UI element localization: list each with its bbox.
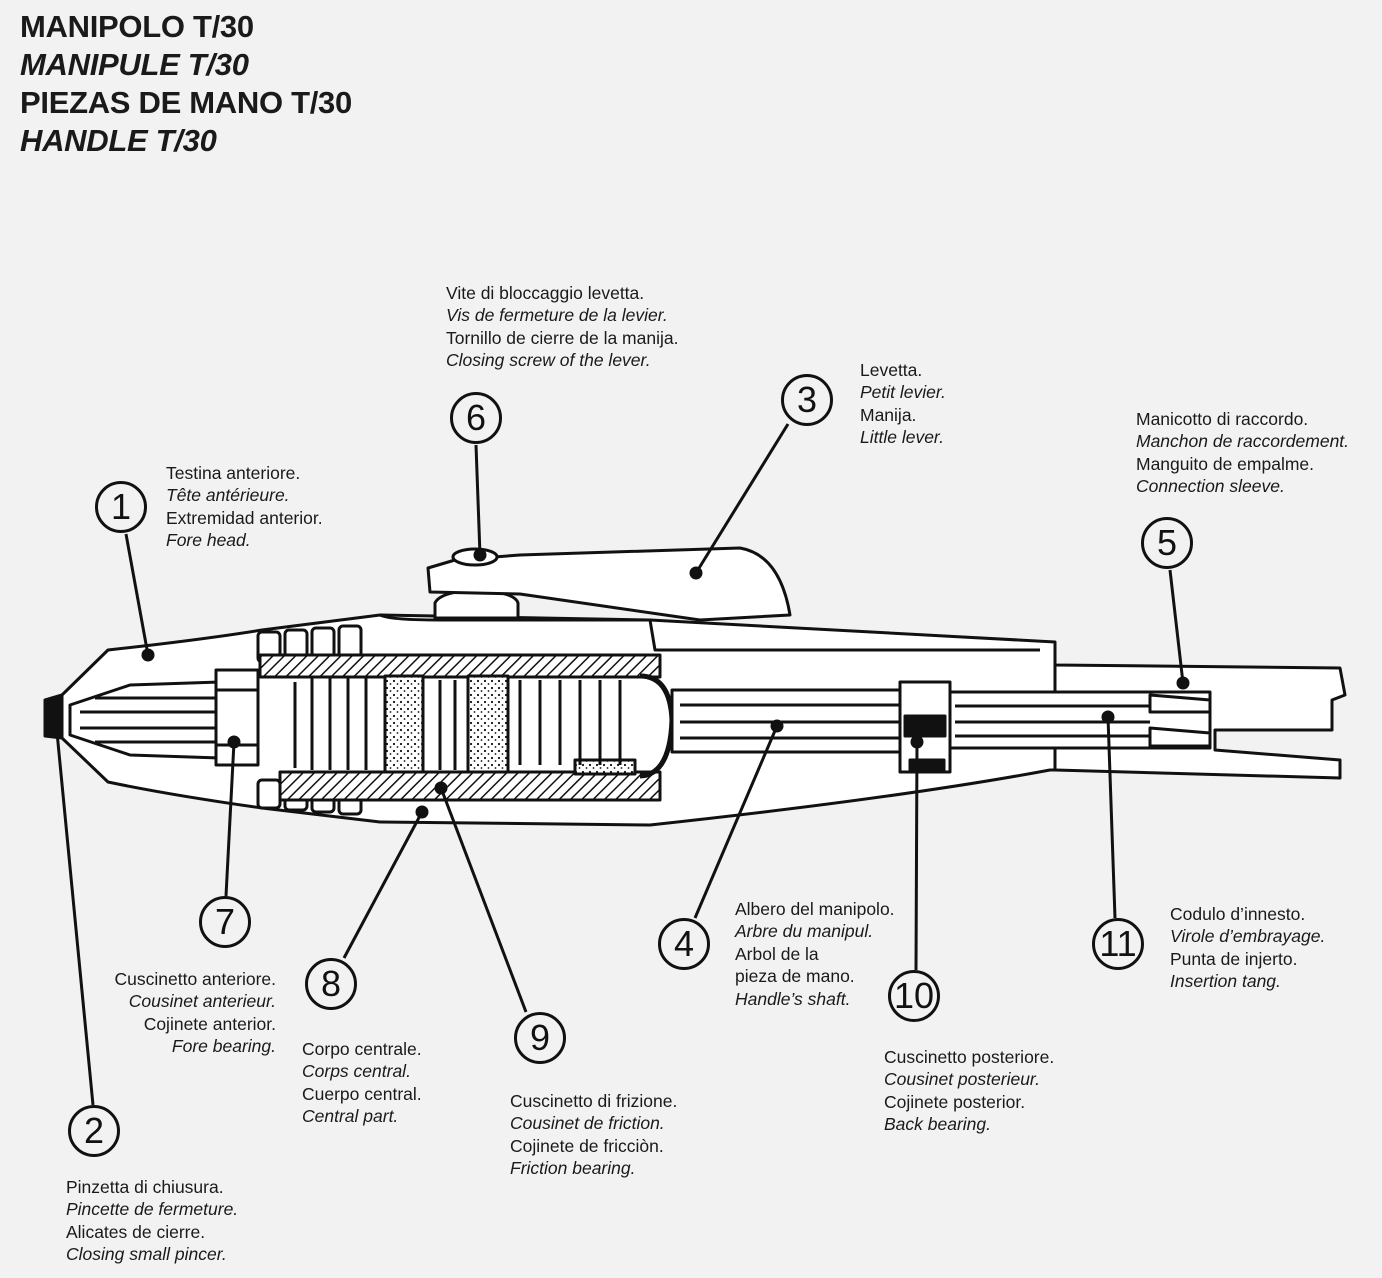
leader-lines bbox=[49, 423, 1190, 1106]
title-french: MANIPULE T/30 bbox=[20, 47, 249, 82]
label-closing-screw: Vite di bloccaggio levetta.Vis de fermet… bbox=[446, 283, 679, 371]
callout-number-8: 8 bbox=[305, 958, 357, 1010]
handpiece-body bbox=[43, 546, 1347, 827]
label-closing-pincer: Pinzetta di chiusura.Pincette de fermetu… bbox=[66, 1177, 239, 1265]
label-fore-bearing: Cuscinetto anteriore.Cousinet anterieur.… bbox=[114, 969, 276, 1057]
title-italian: MANIPOLO T/30 bbox=[20, 9, 254, 44]
label-little-lever: Levetta.Petit levier.Manija.Little lever… bbox=[860, 360, 946, 448]
title-spanish: PIEZAS DE MANO T/30 bbox=[20, 85, 352, 120]
callout-number-1: 1 bbox=[95, 481, 147, 533]
label-back-bearing: Cuscinetto posteriore.Cousinet posterieu… bbox=[884, 1047, 1055, 1135]
callout-number-6: 6 bbox=[450, 392, 502, 444]
callout-number-4: 4 bbox=[658, 918, 710, 970]
label-handle-shaft: Albero del manipolo.Arbre du manipul.Arb… bbox=[735, 899, 895, 1009]
callout-number-10: 10 bbox=[888, 970, 940, 1022]
label-connection-sleeve: Manicotto di raccordo.Manchon de raccord… bbox=[1136, 409, 1350, 497]
label-insertion-tang: Codulo d’innesto.Virole d’embrayage.Punt… bbox=[1170, 904, 1326, 992]
label-fore-head: Testina anteriore.Tête antérieure.Extrem… bbox=[166, 463, 323, 551]
callout-number-9: 9 bbox=[514, 1012, 566, 1064]
callout-number-5: 5 bbox=[1141, 517, 1193, 569]
label-friction-bearing: Cuscinetto di frizione.Cousinet de frict… bbox=[510, 1091, 678, 1179]
title-block: MANIPOLO T/30 MANIPULE T/30 PIEZAS DE MA… bbox=[20, 8, 352, 160]
title-english: HANDLE T/30 bbox=[20, 123, 217, 158]
callout-number-2: 2 bbox=[68, 1105, 120, 1157]
callout-number-11: 11 bbox=[1092, 918, 1144, 970]
label-central-part: Corpo centrale.Corps central.Cuerpo cent… bbox=[302, 1039, 422, 1127]
callout-number-3: 3 bbox=[781, 374, 833, 426]
callout-number-7: 7 bbox=[199, 896, 251, 948]
